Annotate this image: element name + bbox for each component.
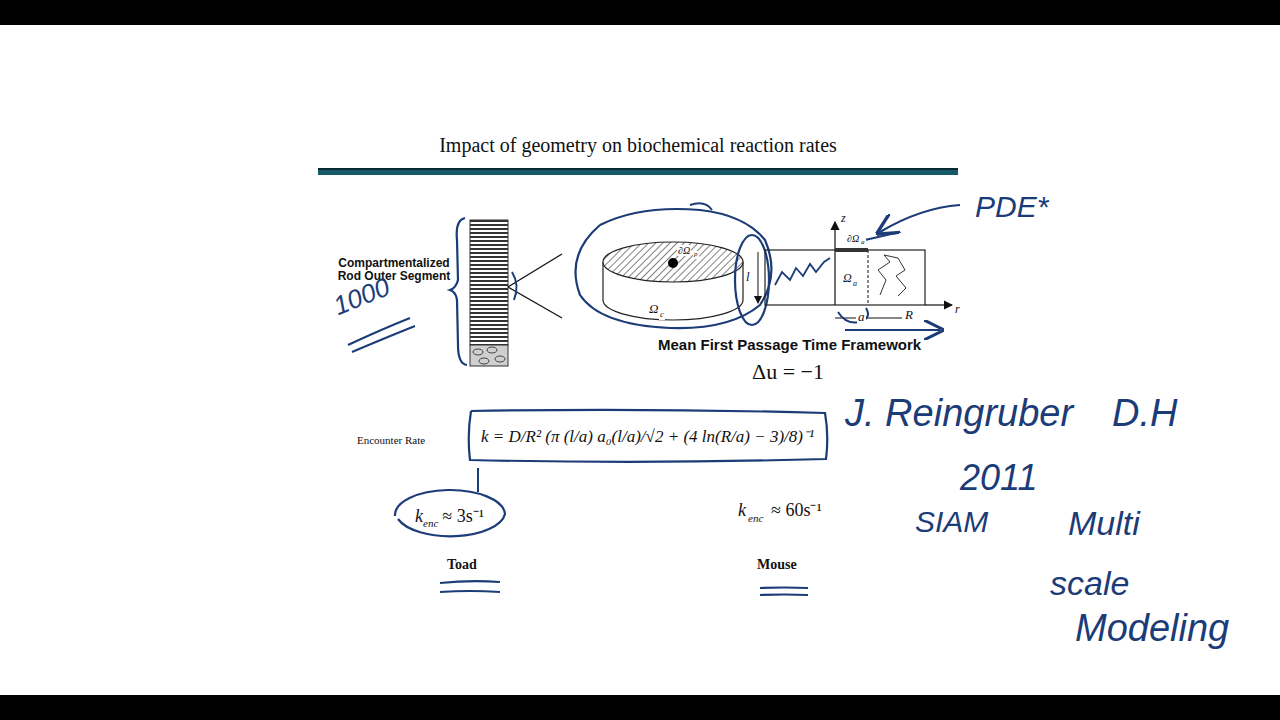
species-label: Toad bbox=[447, 557, 477, 572]
region-label: Ω bbox=[648, 302, 659, 316]
equation: Δu = −1 bbox=[752, 360, 824, 384]
dimension-label: R bbox=[904, 308, 914, 322]
dimension-label: l bbox=[745, 270, 751, 284]
boundary-label: ∂Ω bbox=[677, 245, 691, 256]
boundary-label: ∂Ω bbox=[846, 233, 860, 244]
caption-label: Mean First Passage Time Framework bbox=[658, 337, 921, 354]
hand-citation: Modeling bbox=[1075, 608, 1229, 650]
rate-symbol: k bbox=[738, 501, 746, 521]
bottom-bar bbox=[0, 695, 1280, 720]
axis-label: r bbox=[954, 303, 961, 316]
subscript: enc bbox=[423, 517, 438, 529]
hand-citation: 2011 bbox=[960, 458, 1037, 498]
subscript: a bbox=[852, 280, 858, 289]
node-text: k bbox=[415, 506, 423, 527]
rate-circle: kenc ≈ 3s⁻¹ bbox=[393, 489, 507, 543]
formula-box: k = D/R² (π (l/a) a₀(l/a)/√2 + (4 ln(R/a… bbox=[467, 408, 829, 463]
subscript: c bbox=[659, 310, 665, 320]
top-bar bbox=[0, 0, 1280, 25]
species-label: Mouse bbox=[757, 557, 797, 572]
hand-citation: Multi bbox=[1068, 505, 1140, 542]
part-label: Compartmentalized Rod Outer Segment bbox=[336, 257, 452, 283]
hand-citation: SIAM bbox=[915, 505, 988, 538]
node-text: k = D/R² (π (l/a) a₀(l/a)/√2 + (4 ln(R/a… bbox=[481, 424, 814, 447]
hand-citation: J. Reingruber bbox=[845, 393, 1073, 435]
subscript: a bbox=[860, 239, 866, 247]
hand-note: PDE* bbox=[975, 190, 1048, 223]
node-text: ≈ 3s⁻¹ bbox=[442, 503, 484, 527]
slide-title: Impact of geometry on biochemical reacti… bbox=[318, 134, 958, 156]
hand-citation: D.H bbox=[1112, 393, 1177, 435]
hand-citation: scale bbox=[1050, 565, 1129, 602]
dimension-label: a bbox=[857, 310, 866, 324]
rate-value: ≈ 60s⁻¹ bbox=[771, 501, 822, 521]
subscript: enc bbox=[748, 512, 763, 524]
subscript: p bbox=[693, 251, 699, 259]
formula-label: Encounter Rate bbox=[357, 434, 425, 446]
axis-label: z bbox=[840, 212, 847, 225]
